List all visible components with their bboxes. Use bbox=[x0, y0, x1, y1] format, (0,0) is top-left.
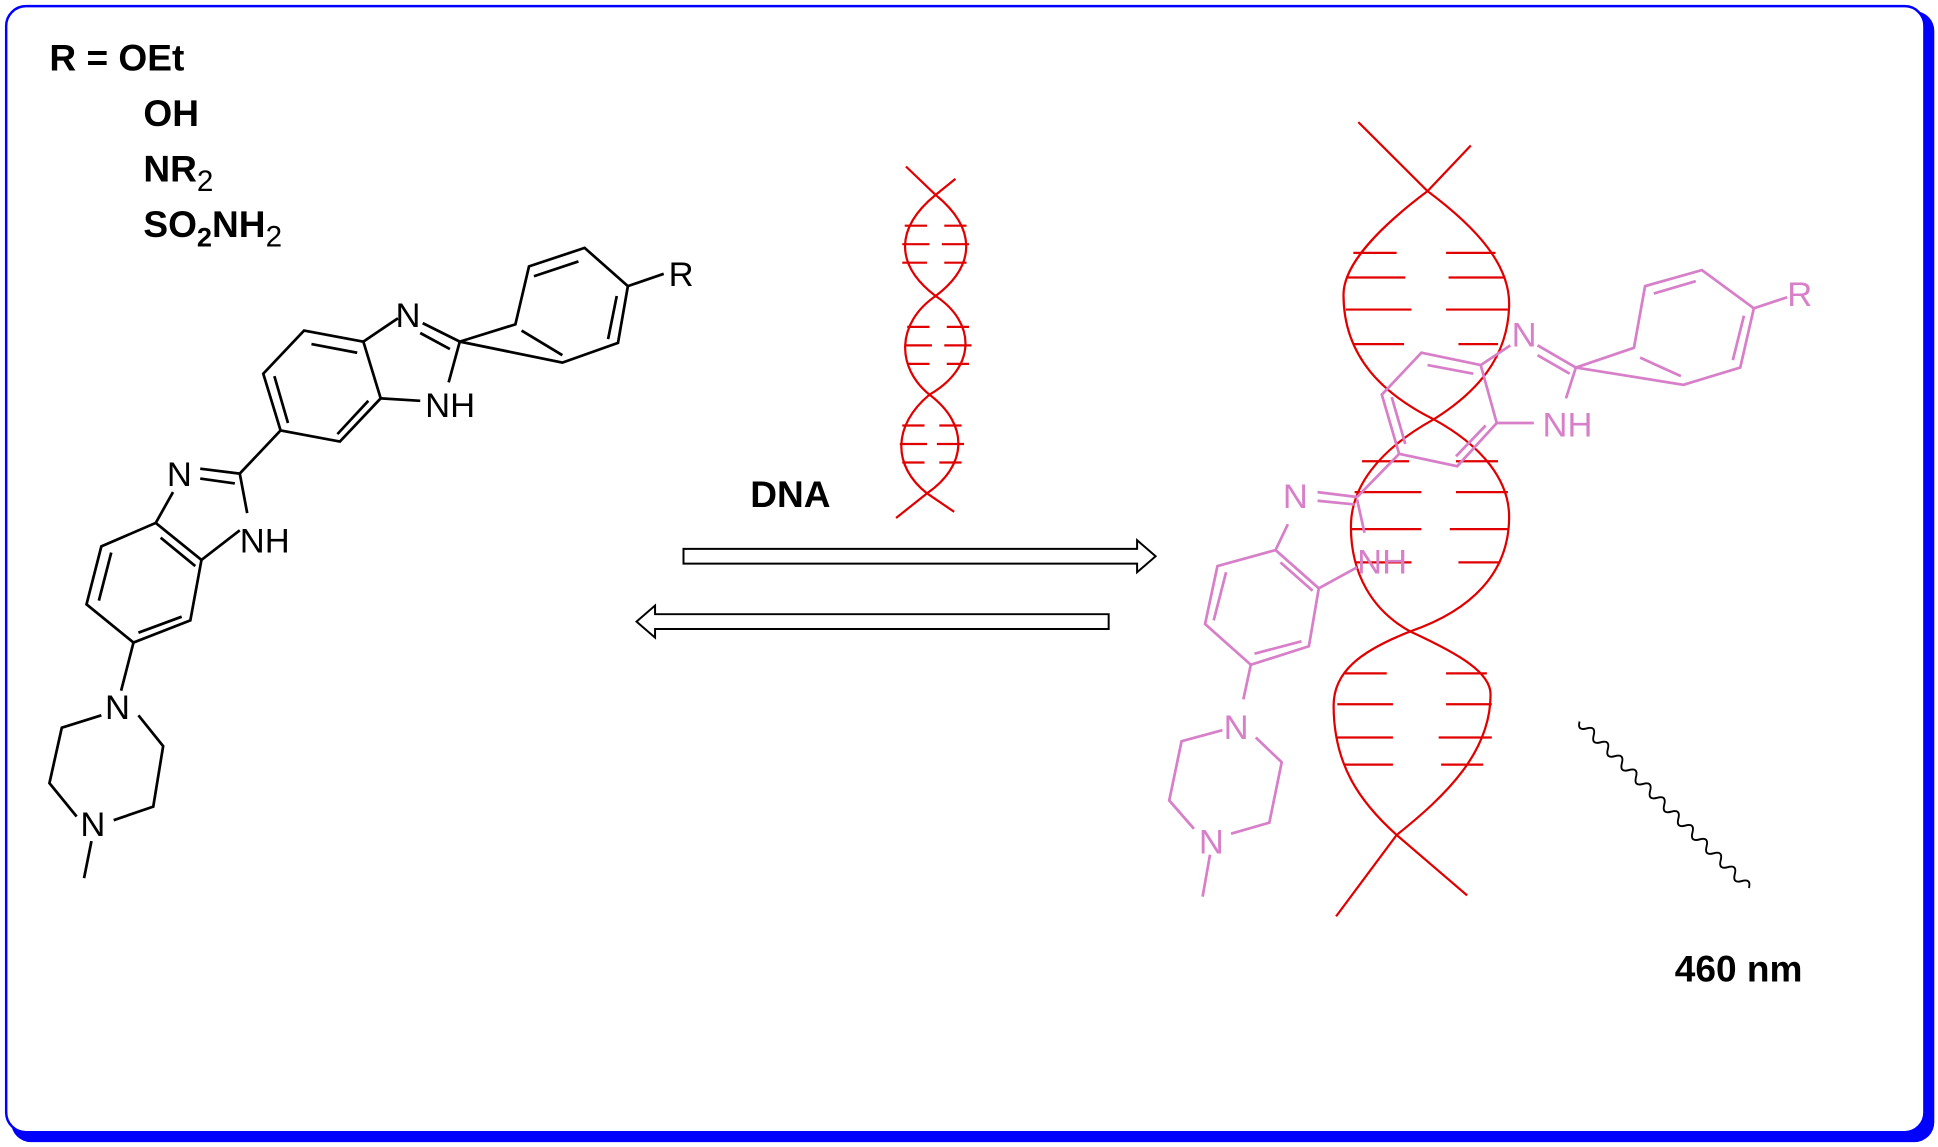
substituent-so2nh2: SO2NH2 bbox=[143, 203, 282, 254]
substituent-list: R = OEt OH NR2 SO2NH2 bbox=[49, 36, 282, 253]
atom-n: N bbox=[1512, 317, 1537, 355]
atom-n: N bbox=[1224, 709, 1249, 747]
bound-ligand-structure: N NH R N NH N N bbox=[1167, 268, 1812, 897]
atom-n: N bbox=[1199, 823, 1224, 861]
atom-nh: NH bbox=[240, 523, 290, 561]
atom-nh: NH bbox=[1357, 544, 1407, 582]
forward-arrow bbox=[682, 538, 1158, 575]
emission-wavy-line-icon bbox=[1578, 721, 1751, 889]
substituent-heading: R = OEt bbox=[49, 36, 184, 78]
dna-helix-small-icon bbox=[895, 165, 972, 519]
atom-n: N bbox=[1283, 478, 1308, 516]
free-ligand-structure: N NH R N NH N N bbox=[47, 246, 694, 879]
substituent-nr2: NR2 bbox=[143, 147, 213, 198]
atom-nh: NH bbox=[425, 387, 475, 425]
atom-r: R bbox=[1787, 276, 1812, 314]
dna-helix-large bbox=[1332, 121, 1511, 918]
atom-n: N bbox=[105, 689, 130, 727]
atom-n: N bbox=[167, 456, 192, 494]
atom-n: N bbox=[80, 806, 105, 844]
atom-r: R bbox=[669, 256, 694, 294]
atom-n: N bbox=[396, 297, 421, 335]
emission-wavelength: 460 nm bbox=[1675, 948, 1803, 990]
atom-nh: NH bbox=[1542, 407, 1592, 445]
substituent-oh: OH bbox=[143, 92, 199, 134]
frame-border bbox=[4, 4, 1926, 1134]
reagent-label: DNA bbox=[750, 473, 830, 515]
reverse-arrow bbox=[635, 603, 1110, 640]
